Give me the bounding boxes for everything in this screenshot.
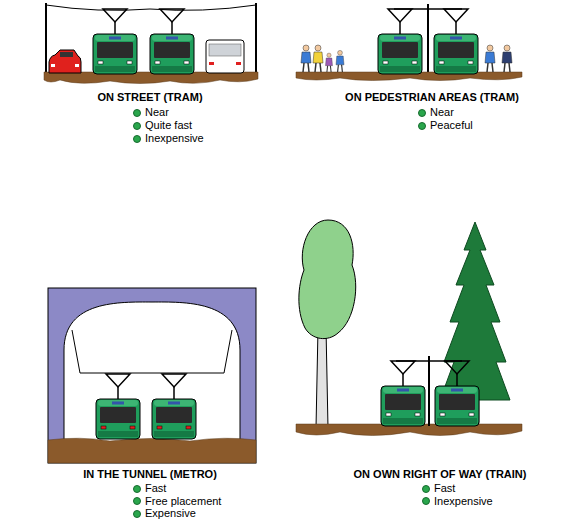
bullet-dot: [418, 109, 426, 117]
bullet-dot: [422, 485, 430, 493]
bullet-item: Quite fast: [133, 119, 192, 132]
feature-text: Fast: [434, 482, 455, 495]
feature-text: Near: [145, 106, 169, 119]
bullet-item: Inexpensive: [133, 132, 204, 145]
bullet-dot: [133, 122, 141, 130]
bullet-item: Expensive: [133, 507, 196, 520]
bullet-dot: [133, 109, 141, 117]
feature-text: Near: [430, 106, 454, 119]
bullet-dot: [133, 510, 141, 518]
panel-caption: IN THE TUNNEL (METRO): [83, 468, 217, 481]
feature-text: Quite fast: [145, 119, 192, 132]
bullet-item: Inexpensive: [422, 495, 493, 508]
panel-caption: ON STREET (TRAM): [97, 91, 202, 104]
bullet-item: Fast: [133, 482, 166, 495]
bullet-item: Fast: [422, 482, 455, 495]
bullet-item: Near: [133, 106, 169, 119]
bullet-dot: [133, 485, 141, 493]
bullet-dot: [133, 135, 141, 143]
feature-text: Fast: [145, 482, 166, 495]
bullet-dot: [422, 497, 430, 505]
panel-caption: ON PEDESTRIAN AREAS (TRAM): [345, 91, 519, 104]
bullet-item: Near: [418, 106, 454, 119]
bullet-item: Peaceful: [418, 119, 473, 132]
bullet-dot: [418, 122, 426, 130]
feature-text: Peaceful: [430, 119, 473, 132]
panel-caption: ON OWN RIGHT OF WAY (TRAIN): [354, 468, 527, 481]
bullet-dot: [133, 497, 141, 505]
feature-text: Expensive: [145, 507, 196, 520]
bullet-item: Free placement: [133, 495, 221, 508]
feature-text: Free placement: [145, 495, 221, 508]
feature-text: Inexpensive: [145, 132, 204, 145]
feature-text: Inexpensive: [434, 495, 493, 508]
